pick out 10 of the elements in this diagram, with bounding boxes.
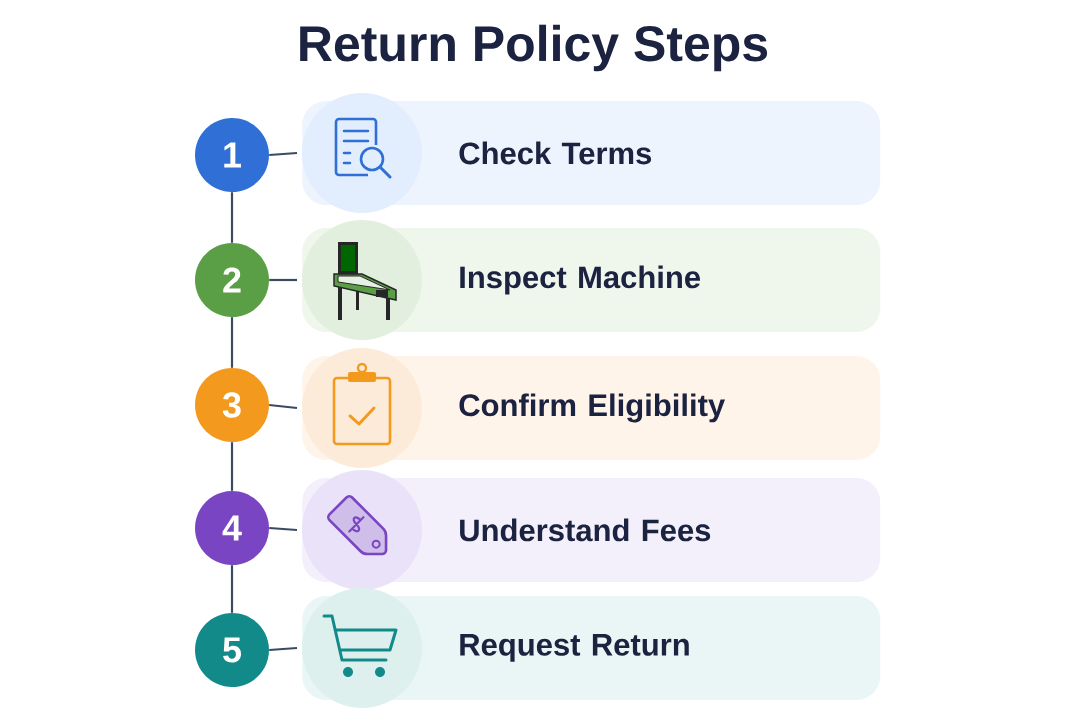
connector-line [269,278,297,282]
connector-line [230,317,234,368]
connector-line [230,192,234,243]
connector-line [230,565,234,613]
connector-line [269,646,298,652]
connector-line [230,442,234,491]
connector-line [269,151,298,157]
connector-line [269,526,298,532]
title: Return Policy Steps [300,24,768,72]
connector-line [269,403,298,410]
